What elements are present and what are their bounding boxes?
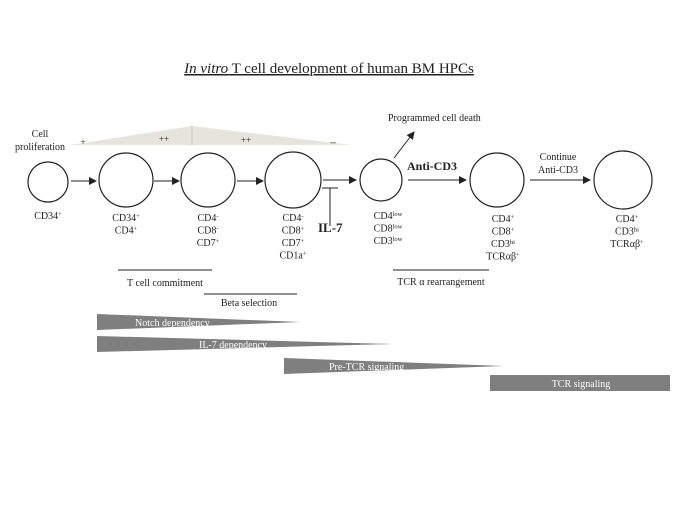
bar-tcr-signaling-label: TCR signaling [552, 379, 611, 390]
marker-name: CD3 [491, 239, 510, 250]
bar-pre-tcr-signaling [284, 358, 504, 374]
cell-7-marker-1: CD4+ [616, 214, 639, 226]
marker-level: + [640, 239, 644, 246]
marker-level: + [511, 214, 515, 221]
proliferation-label-line2: proliferation [15, 142, 65, 153]
marker-level: - [216, 213, 218, 220]
marker-level: + [635, 214, 639, 221]
bar-pre-tcr-signaling-label: Pre-TCR signaling [329, 362, 404, 373]
cell-5-marker-1: CD4low [374, 211, 403, 223]
beta-selection-label: Beta selection [221, 298, 277, 309]
marker-name: TCRαβ [610, 239, 640, 250]
cell-4-marker-2: CD8+ [282, 225, 305, 237]
cell-7 [593, 150, 653, 210]
marker-name: CD4 [616, 214, 635, 225]
cell-5-marker-3: CD3low [374, 236, 403, 248]
anti-cd3-label: Anti-CD3 [407, 159, 457, 173]
marker-name: CD4 [492, 214, 511, 225]
bar-notch-dependency [97, 314, 301, 330]
death-arrow [393, 131, 415, 159]
proliferation-label-line1: Cell [32, 129, 49, 140]
continue-label-line1: Continue [540, 152, 577, 163]
cell-7-marker-3: TCRαβ+ [610, 239, 644, 251]
cell-2-marker-2: CD4+ [115, 225, 138, 237]
cell-6-marker-4: TCRαβ+ [486, 251, 520, 263]
marker-name: CD3 [615, 227, 634, 238]
bar-tcr-signaling [490, 375, 670, 391]
bar-notch-dependency-label: Notch dependency [135, 318, 210, 329]
marker-level: + [58, 211, 62, 218]
marker-name: CD34 [112, 213, 136, 224]
marker-name: CD8 [197, 226, 216, 237]
cell-6-marker-3: CD3hi [491, 239, 515, 251]
title-italic: In vitro [183, 61, 229, 77]
proliferation-mark-3: ++ [241, 135, 251, 145]
cell-3 [180, 152, 236, 208]
marker-name: CD4 [374, 211, 393, 222]
il7-label: IL-7 [318, 220, 343, 235]
cell-5-marker-2: CD8low [374, 223, 403, 235]
marker-name: CD4 [115, 226, 134, 237]
cell-4 [264, 151, 322, 209]
marker-level: + [134, 225, 138, 232]
marker-level: + [301, 238, 305, 245]
cell-2-marker-1: CD34+ [112, 213, 140, 225]
proliferation-wedge-falling [192, 126, 352, 145]
marker-name: CD8 [282, 226, 301, 237]
marker-level: + [301, 225, 305, 232]
marker-level: hi [634, 226, 639, 233]
cell-3-marker-2: CD8- [197, 225, 218, 237]
cell-4-marker-3: CD7+ [282, 238, 305, 250]
cell-5 [359, 158, 403, 202]
bar-il7-dependency-label: IL-7 dependency [199, 340, 267, 351]
title-rest: T cell development of human BM HPCs [228, 61, 474, 77]
proliferation-mark-1: + [80, 137, 85, 147]
page-title: In vitro T cell development of human BM … [183, 61, 474, 77]
cell-4-marker-1: CD4- [282, 213, 303, 225]
marker-level: - [216, 225, 218, 232]
cell-6-marker-1: CD4+ [492, 214, 515, 226]
marker-name: CD1a [279, 251, 303, 262]
cell-marker-labels: CD34+CD34+CD4+CD4-CD8-CD7+CD4-CD8+CD7+CD… [34, 211, 644, 263]
bar-il7-dependency [97, 336, 393, 352]
marker-level: hi [510, 239, 515, 246]
marker-name: CD4 [282, 213, 301, 224]
marker-name: CD7 [197, 238, 216, 249]
marker-level: + [511, 226, 515, 233]
proliferation-mark-4: -- [330, 137, 336, 147]
marker-name: CD4 [197, 213, 216, 224]
cell-6 [469, 152, 525, 208]
marker-level: + [303, 250, 307, 257]
tcr-rearrangement-label: TCR α rearrangement [397, 277, 485, 288]
cell-4-marker-4: CD1a+ [279, 250, 306, 262]
marker-name: CD8 [492, 227, 511, 238]
programmed-death-label: Programmed cell death [388, 113, 481, 124]
marker-name: CD34 [34, 211, 58, 222]
proliferation-wedge-rising [70, 126, 192, 145]
marker-level: low [393, 236, 403, 243]
cell-2 [98, 152, 154, 208]
cell-1-marker-1: CD34+ [34, 211, 62, 223]
marker-name: CD3 [374, 236, 393, 247]
cell-1 [27, 161, 69, 203]
marker-name: CD7 [282, 238, 301, 249]
marker-name: TCRαβ [486, 252, 516, 263]
marker-level: low [393, 211, 403, 218]
t-cell-commitment-label: T cell commitment [127, 278, 203, 289]
cell-7-marker-2: CD3hi [615, 226, 639, 238]
cell-3-marker-1: CD4- [197, 213, 218, 225]
marker-level: + [516, 251, 520, 258]
marker-level: + [216, 238, 220, 245]
proliferation-mark-2: ++ [159, 134, 169, 144]
continue-label-line2: Anti-CD3 [538, 165, 578, 176]
cell-6-marker-2: CD8+ [492, 226, 515, 238]
cell-3-marker-3: CD7+ [197, 238, 220, 250]
marker-name: CD8 [374, 224, 393, 235]
marker-level: - [301, 213, 303, 220]
marker-level: low [393, 223, 403, 230]
marker-level: + [136, 213, 140, 220]
